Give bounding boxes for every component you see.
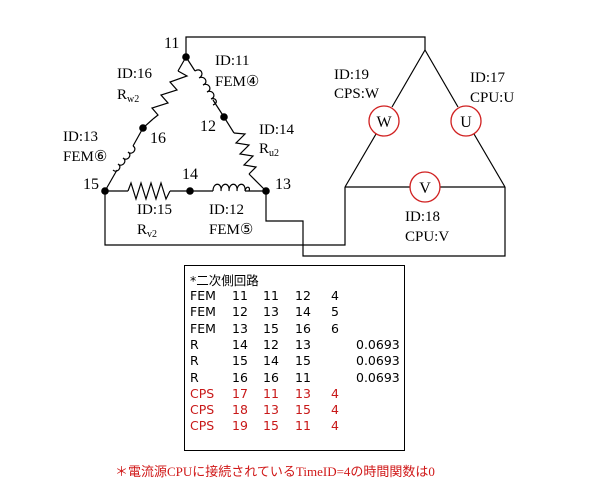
component-name-label-15: Rv2 [137,222,157,240]
source-id-label-v: ID:18 [405,209,440,225]
table-cell: 5 [331,304,339,320]
table-cell: 6 [331,320,339,336]
table-cell: FEM [190,304,216,320]
table-cell: 0.0693 [356,369,400,385]
table-cell: 11 [263,385,279,401]
node-label-14: 14 [182,166,198,183]
table-row: R 16 16 11 0.0693 [190,370,400,386]
resistor-id15 [105,180,190,202]
node-16 [139,124,147,132]
fem-coil-id12 [190,183,266,192]
table-cell: 4 [331,288,339,303]
node-12 [220,113,228,121]
table-cell: 15 [295,353,311,369]
table-cell: CPS [190,385,215,401]
table-cell: 13 [295,336,311,352]
wire-15-to-source-left [104,187,346,246]
component-id-label-13: ID:13 [63,129,98,145]
component-name-label-12: FEM⑤ [209,222,253,238]
source-id-label-w: ID:19 [334,67,369,83]
table-cell: 0.0693 [356,353,400,369]
component-id-label-11: ID:11 [215,53,249,69]
table-row: R 15 14 15 0.0693 [190,353,400,369]
table-row: CPS 19 15 11 4 [190,418,400,434]
node-label-11: 11 [164,35,179,52]
source-name-label-w: CPS:W [334,86,380,102]
node-label-16: 16 [150,130,166,147]
table-cell: R [190,353,199,369]
source-name-label-u: CPU:U [470,90,514,106]
source-symbol-w: W [376,114,392,131]
table-cell: 17 [232,385,248,401]
table-cell: 18 [232,402,248,418]
table-cell: FEM [190,320,216,336]
table-cell: 15 [263,320,279,336]
table-cell: 14 [263,353,279,369]
component-name-label-16: Rw2 [117,87,139,105]
wire-13-to-source-right [265,187,506,257]
table-cell: FEM [190,288,216,303]
source-name-label-v: CPU:V [405,229,449,245]
table-cell: 11 [232,288,248,303]
component-name-label-14: Ru2 [259,141,279,159]
table-cell: 13 [263,402,279,418]
table-cell: CPS [190,402,215,418]
component-id-label-14: ID:14 [259,122,294,138]
table-cell: 4 [331,385,339,401]
node-label-12: 12 [200,118,216,135]
component-name-label-13: FEM⑥ [63,149,107,165]
source-symbol-u: U [460,114,472,131]
node-label-13: 13 [275,176,291,193]
table-cell: 0.0693 [356,336,400,352]
source-delta [344,49,506,188]
table-cell: 14 [295,304,311,320]
source-symbol-v: V [419,180,431,197]
table-cell: 12 [263,336,279,352]
node-label-15: 15 [83,176,99,193]
table-cell: R [190,336,199,352]
current-source-w: W [368,105,400,137]
table-cell: 11 [295,369,311,385]
table-row: R 14 12 13 0.0693 [190,337,400,353]
wire-11-to-source-top [185,36,426,57]
component-id-label-16: ID:16 [117,66,152,82]
current-source-u: U [450,105,482,137]
footnote: ＊電流源CPUに接続されているTimeID=4の時間関数は0 [115,464,435,479]
table-row: CPS 17 11 13 4 [190,386,400,402]
table-cell: 13 [295,385,311,401]
source-id-label-u: ID:17 [470,70,505,86]
component-name-label-11: FEM④ [215,74,259,90]
table-row: FEM 11 11 12 4 [190,288,400,304]
table-cell: 13 [263,304,279,320]
table-cell: CPS [190,418,215,434]
table-cell: R [190,369,199,385]
table-row: FEM 12 13 14 5 [190,304,400,320]
table-cell: 16 [263,369,279,385]
table-cell: 15 [232,353,248,369]
table-cell: 16 [295,320,311,336]
table-cell: 12 [295,288,311,303]
table-title: *二次側回路 [190,273,259,288]
table-cell: 14 [232,336,248,352]
table-cell: 4 [331,418,339,434]
table-cell: 15 [295,402,311,418]
table-cell: 11 [263,288,279,303]
current-source-v: V [409,171,441,203]
component-id-label-12: ID:12 [209,202,244,218]
table-row: FEM 13 15 16 6 [190,321,400,337]
table-cell: 19 [232,418,248,434]
table-cell: 11 [295,418,311,434]
table-cell: 4 [331,402,339,418]
fem-coil-id13 [104,127,144,192]
table-row: CPS 18 13 15 4 [190,402,400,418]
table-cell: 15 [263,418,279,434]
table-cell: 16 [232,369,248,385]
table-cell: 12 [232,304,248,320]
node-14 [186,187,194,195]
component-id-label-15: ID:15 [137,202,172,218]
table-cell: 13 [232,320,248,336]
